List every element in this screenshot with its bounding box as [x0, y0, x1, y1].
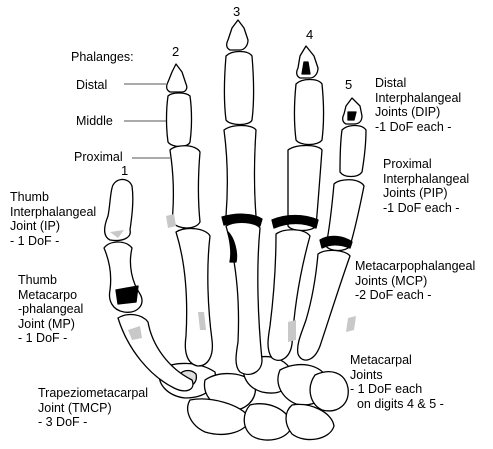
metacarpal-joint-label: Metacarpal Joints - 1 DoF each on digits…	[350, 353, 444, 411]
thumb-mp-joint-label: Thumb Metacarpo -phalangeal Joint (MP) -…	[18, 273, 83, 346]
proximal-phalanx-label: Proximal	[74, 150, 123, 165]
digit-number-2: 2	[172, 45, 179, 59]
digit-number-3: 3	[233, 5, 240, 19]
distal-phalanx-label: Distal	[76, 78, 107, 93]
phalanges-label: Phalanges:	[71, 50, 134, 65]
digit-number-4: 4	[306, 28, 313, 42]
mcp-joint-label: Metacarpophalangeal Joints (MCP) -2 DoF …	[355, 259, 475, 303]
middle-phalanx-label: Middle	[76, 114, 113, 129]
middle-finger	[224, 20, 262, 374]
digit-number-5: 5	[345, 78, 352, 92]
digit-number-1: 1	[121, 164, 128, 178]
tmcp-joint-label: Trapeziometacarpal Joint (TMCP) - 3 DoF …	[38, 386, 148, 430]
dip-joint-label: Distal Interphalangeal Joints (DIP) -1 D…	[375, 76, 461, 134]
leader-lines	[124, 84, 172, 158]
thumb-metacarpal	[118, 315, 193, 391]
thumb-ip-joint-label: Thumb Interphalangeal Joint (IP) - 1 DoF…	[10, 190, 96, 248]
pip-joint-label: Proximal Interphalangeal Joints (PIP) -1…	[383, 157, 469, 215]
